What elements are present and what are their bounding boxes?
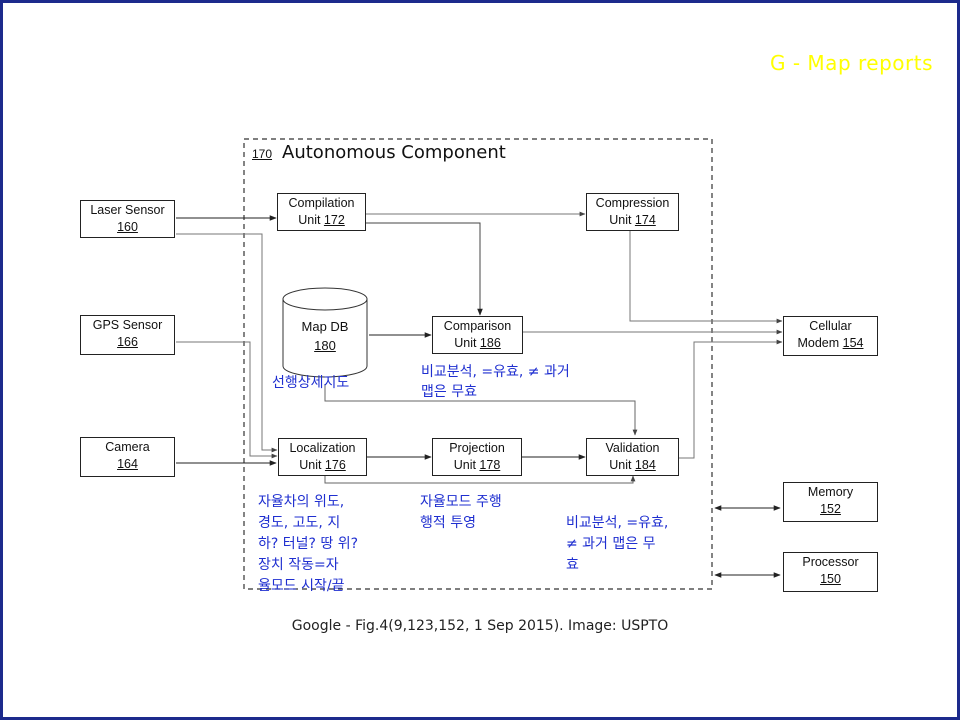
- validation-unit-number: 184: [634, 458, 656, 472]
- component-number: 170: [252, 147, 273, 161]
- autonomous-component-boundary: [243, 138, 713, 590]
- cellular-modem-number-line: Modem 154: [784, 335, 877, 352]
- laser-sensor-name: Laser Sensor: [90, 203, 165, 217]
- wire-compression-to-cellular: [629, 231, 783, 324]
- projection-unit-number: 178: [479, 458, 501, 472]
- processor-number: 150: [820, 572, 841, 586]
- slide-title: G - Map reports: [770, 51, 933, 75]
- compilation-unit-name: Compilation: [288, 196, 355, 210]
- compilation-unit-box: Compilation Unit 172: [277, 193, 366, 231]
- camera-number: 164: [117, 457, 138, 471]
- connection-diagram: [176, 138, 783, 590]
- projection-unit-word: Unit: [453, 458, 480, 472]
- projection-unit-box: Projection Unit 178: [432, 438, 522, 476]
- wire-validation-to-cellular: [679, 339, 783, 459]
- localization-note-line: 하? 터널? 땅 위?: [258, 536, 359, 552]
- wire-localization-to-validation: [324, 474, 636, 484]
- localization-note-line: 장치 작동=자: [258, 557, 339, 573]
- laser-sensor-number: 160: [117, 220, 138, 234]
- processor-name: Processor: [802, 555, 859, 569]
- projection-note-line: 자율모드 주행: [420, 494, 502, 510]
- comparison-unit-number: 186: [479, 336, 501, 350]
- gps-sensor-box: GPS Sensor 166: [80, 315, 175, 355]
- validation-note-line: ≠ 과거 맵은 무: [566, 536, 656, 552]
- map-db-name: Map DB: [301, 319, 349, 334]
- comparison-unit-number-line: Unit 186: [433, 335, 522, 352]
- projection-unit-number-line: Unit 178: [433, 457, 521, 474]
- map-db-cylinder: [282, 287, 368, 378]
- compilation-unit-number: 172: [323, 213, 345, 227]
- map-db-note: 선행상세지도: [272, 373, 349, 393]
- wire-mapdb-to-validation: [324, 384, 638, 436]
- wire-gps-to-localization: [176, 341, 278, 459]
- localization-note-line: 율모드 시작/끝: [258, 578, 345, 594]
- localization-note: 자율차의 위도, 경도, 고도, 지 하? 터널? 땅 위? 장치 작동=자 율…: [258, 492, 358, 597]
- cellular-modem-name: Cellular: [809, 319, 852, 333]
- localization-unit-name: Localization: [289, 441, 356, 455]
- memory-name: Memory: [807, 485, 854, 499]
- compilation-unit-number-line: Unit 172: [278, 212, 365, 229]
- camera-name: Camera: [105, 440, 150, 454]
- compression-unit-number-line: Unit 174: [587, 212, 678, 229]
- localization-note-line: 자율차의 위도,: [258, 494, 345, 510]
- projection-note: 자율모드 주행 행적 투영: [420, 492, 502, 534]
- camera-box: Camera 164: [80, 437, 175, 477]
- compression-unit-box: Compression Unit 174: [586, 193, 679, 231]
- memory-number: 152: [820, 502, 841, 516]
- compilation-unit-word: Unit: [298, 213, 324, 227]
- validation-note: 비교분석, =유효, ≠ 과거 맵은 무 효: [566, 513, 668, 576]
- compression-unit-name: Compression: [595, 196, 670, 210]
- gps-sensor-number: 166: [117, 335, 138, 349]
- map-db-label: Map DB 180: [284, 317, 366, 355]
- cellular-modem-box: Cellular Modem 154: [783, 316, 878, 356]
- comparison-unit-word: Unit: [454, 336, 480, 350]
- compression-unit-word: Unit: [609, 213, 635, 227]
- comparison-unit-box: Comparison Unit 186: [432, 316, 523, 354]
- localization-unit-word: Unit: [299, 458, 325, 472]
- cellular-modem-number: 154: [842, 336, 864, 350]
- validation-unit-number-line: Unit 184: [587, 457, 678, 474]
- validation-unit-box: Validation Unit 184: [586, 438, 679, 476]
- comparison-note-line: 맵은 무효: [421, 384, 477, 400]
- map-db-note-line: 선행상세지도: [272, 375, 350, 391]
- projection-note-line: 행적 투영: [420, 515, 476, 531]
- cellular-modem-word: Modem: [797, 336, 843, 350]
- validation-note-line: 효: [566, 557, 579, 573]
- wire-compilation-to-comparison: [366, 222, 483, 316]
- processor-box: Processor 150: [783, 552, 878, 592]
- figure-caption: Google - Fig.4(9,123,152, 1 Sep 2015). I…: [291, 618, 669, 634]
- localization-unit-number-line: Unit 176: [279, 457, 366, 474]
- comparison-note-line: 비교분석, =유효, ≠ 과거: [421, 364, 570, 380]
- validation-unit-word: Unit: [609, 458, 635, 472]
- memory-box: Memory 152: [783, 482, 878, 522]
- projection-unit-name: Projection: [449, 441, 505, 455]
- map-db-number: 180: [314, 338, 336, 353]
- validation-unit-name: Validation: [605, 441, 660, 455]
- localization-unit-number: 176: [324, 458, 346, 472]
- wire-laser-to-localization: [176, 233, 278, 453]
- comparison-note: 비교분석, =유효, ≠ 과거 맵은 무효: [421, 362, 570, 402]
- gps-sensor-name: GPS Sensor: [92, 318, 163, 332]
- autonomous-component-title: 170 Autonomous Component: [252, 142, 506, 163]
- validation-note-line: 비교분석, =유효,: [566, 515, 669, 531]
- comparison-unit-name: Comparison: [443, 319, 512, 333]
- component-name: Autonomous Component: [282, 142, 506, 163]
- localization-unit-box: Localization Unit 176: [278, 438, 367, 476]
- laser-sensor-box: Laser Sensor 160: [80, 200, 175, 238]
- localization-note-line: 경도, 고도, 지: [258, 515, 341, 531]
- compression-unit-number: 174: [634, 213, 656, 227]
